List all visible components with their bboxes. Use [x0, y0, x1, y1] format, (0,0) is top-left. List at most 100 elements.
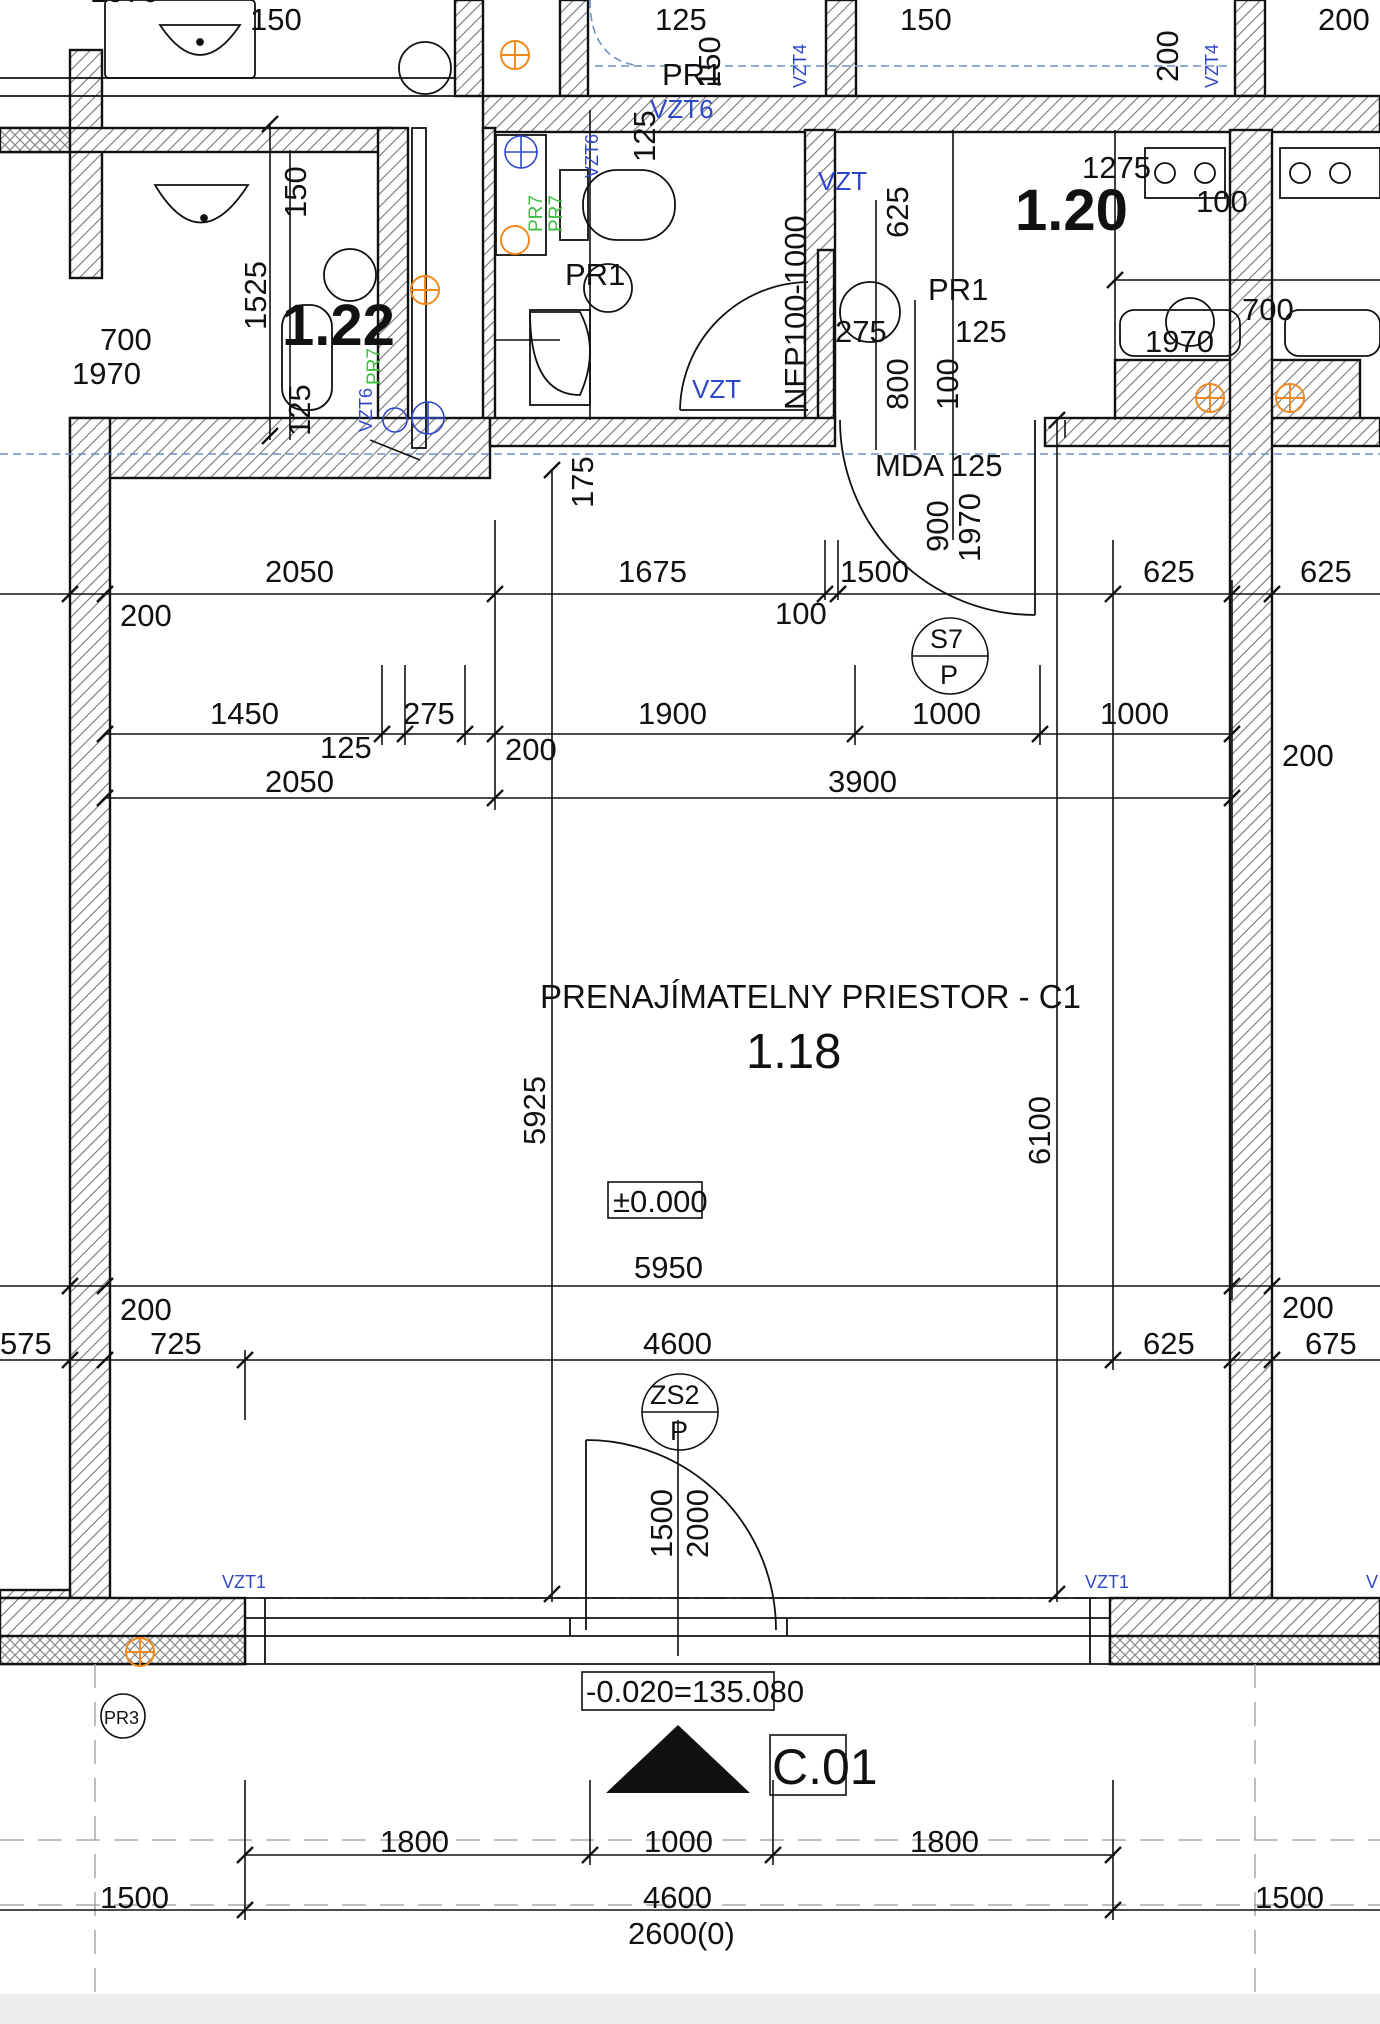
tag-s7-bottom: P: [940, 660, 958, 690]
dim-275: 275: [835, 314, 887, 349]
dim-1970-left: 1970: [72, 356, 141, 391]
dim-1970-vertical: 1970: [952, 493, 987, 562]
room-title: PRENAJÍMATELNY PRIESTOR - C1: [540, 978, 1081, 1015]
dim-1275: 1275: [1082, 150, 1151, 185]
dim-125-vertical-left: 125: [282, 384, 317, 436]
dim-row2-275: 275: [403, 696, 455, 731]
dim-700-left: 700: [100, 322, 152, 357]
doors: [585, 281, 1036, 1631]
tag-zs2-top: ZS2: [650, 1380, 700, 1410]
dim-row2-200-right: 200: [1282, 738, 1334, 773]
dim-row2-125: 125: [320, 730, 372, 765]
dim-5925-vertical: 5925: [517, 1076, 552, 1145]
fixtures: [0, 0, 1380, 449]
dim-row3-3900: 3900: [828, 764, 897, 799]
dim-row5-675: 675: [1305, 1326, 1357, 1361]
dim-row1-200: 200: [120, 598, 172, 633]
dim-row2-1900: 1900: [638, 696, 707, 731]
dim-175-vertical: 175: [565, 456, 600, 508]
circle-cross-icon-group: [382, 135, 538, 435]
dim-100-top: 100: [1196, 184, 1248, 219]
dim-top-200-vertical: 200: [1150, 30, 1185, 82]
tag-pr1-c-size: 125: [955, 314, 1007, 349]
tag-pr1-c: PR1: [928, 272, 988, 307]
dim-bottom-4600: 4600: [643, 1880, 712, 1915]
dim-top-200: 200: [1318, 2, 1370, 37]
tag-pr1-b: PR1: [565, 257, 625, 292]
dim-row2-1000-b: 1000: [1100, 696, 1169, 731]
dim-row2-200: 200: [505, 732, 557, 767]
tag-nep: NEP100-1000: [778, 215, 813, 410]
room-number-122: 1.22: [282, 293, 395, 358]
dim-row3-2050: 2050: [265, 764, 334, 799]
dim-2000-vertical: 2000: [680, 1489, 715, 1558]
tag-vzt1-left: VZT1: [222, 1572, 266, 1592]
dim-top-125-vertical: 125: [627, 110, 662, 162]
dim-row4-200-left: 200: [120, 1292, 172, 1327]
tag-vzt4-a: VZT4: [790, 44, 810, 88]
tag-vzt-b: VZT: [818, 166, 867, 196]
dimension-ticks: [61, 115, 1281, 1919]
tag-vzt-a: VZT6: [650, 94, 714, 124]
walls: [0, 0, 1380, 1666]
dim-row1-2050: 2050: [265, 554, 334, 589]
tag-v-edge: V: [1366, 1572, 1378, 1592]
dim-row5-725: 725: [150, 1326, 202, 1361]
label-boxes: [100, 420, 1066, 1796]
dim-top-150-a: 150: [250, 2, 302, 37]
bottom-scroll-strip: [0, 1994, 1380, 2024]
circle-cross-icon: [382, 407, 408, 433]
dim-1500-vertical: 1500: [644, 1489, 679, 1558]
dim-row5-575: 575: [0, 1326, 52, 1361]
dim-1525-vertical: 1525: [238, 261, 273, 330]
dim-row1-1500: 1500: [840, 554, 909, 589]
dim-100-vertical: 100: [930, 358, 965, 410]
dimension-lines: [0, 110, 1380, 1920]
dim-row5-625: 625: [1143, 1326, 1195, 1361]
elevation-tag: ±0.000: [613, 1184, 708, 1219]
tag-pr7-c: PR7: [364, 348, 385, 385]
tag-pr7-b: PR7: [546, 195, 567, 232]
dim-row5-4600: 4600: [643, 1326, 712, 1361]
entry-elevation: -0.020=135.080: [586, 1674, 804, 1709]
dim-top-125: 125: [655, 2, 707, 37]
dim-bottom-1800-a: 1800: [380, 1824, 449, 1859]
dim-bottom-1500-left: 1500: [100, 1880, 169, 1915]
dim-1970-right: 1970: [1145, 324, 1214, 359]
dim-row1-100: 100: [775, 596, 827, 631]
tag-pr1-a: PR1: [662, 57, 722, 92]
triangle-arrow-icon: [606, 1725, 750, 1793]
tag-mda: MDA 125: [875, 448, 1003, 483]
dim-row1-625-a: 625: [1143, 554, 1195, 589]
dim-bottom-1800-b: 1800: [910, 1824, 979, 1859]
tag-pr3: PR3: [104, 1708, 139, 1728]
plan-text: 150 125 150 200 1970 200 150 125 150 PR1…: [0, 0, 1378, 1951]
dim-6100-vertical: 6100: [1022, 1096, 1057, 1165]
dim-top-150-vertical: 150: [692, 36, 727, 88]
tag-vzt1-right: VZT1: [1085, 1572, 1129, 1592]
tag-vzt6-small-a: VZT6: [582, 134, 602, 178]
dim-row4-200-right: 200: [1282, 1290, 1334, 1325]
dim-top-partial: 1970: [90, 0, 159, 9]
orange-fixture-group: [125, 40, 1305, 1667]
tag-vzt4-b: VZT4: [1202, 44, 1222, 88]
dim-bottom-1000: 1000: [644, 1824, 713, 1859]
dim-800-vertical: 800: [880, 358, 915, 410]
dim-625-vertical: 625: [880, 186, 915, 238]
tag-zs2-bottom: P: [670, 1416, 688, 1446]
dim-row1-1675: 1675: [618, 554, 687, 589]
sheet-ref: C.01: [772, 1739, 878, 1795]
dim-bottom-1500-right: 1500: [1255, 1880, 1324, 1915]
dim-bottom-2600: 2600(0): [628, 1916, 735, 1951]
room-number-main: 1.18: [746, 1025, 841, 1079]
dim-top-150-b: 150: [900, 2, 952, 37]
dim-row2-1000-a: 1000: [912, 696, 981, 731]
tag-pr7-a: PR7: [526, 195, 547, 232]
dim-row4-5950: 5950: [634, 1250, 703, 1285]
dim-row2-1450: 1450: [210, 696, 279, 731]
dim-900-vertical: 900: [920, 500, 955, 552]
tag-s7-top: S7: [930, 624, 963, 654]
dim-700-right: 700: [1242, 292, 1294, 327]
